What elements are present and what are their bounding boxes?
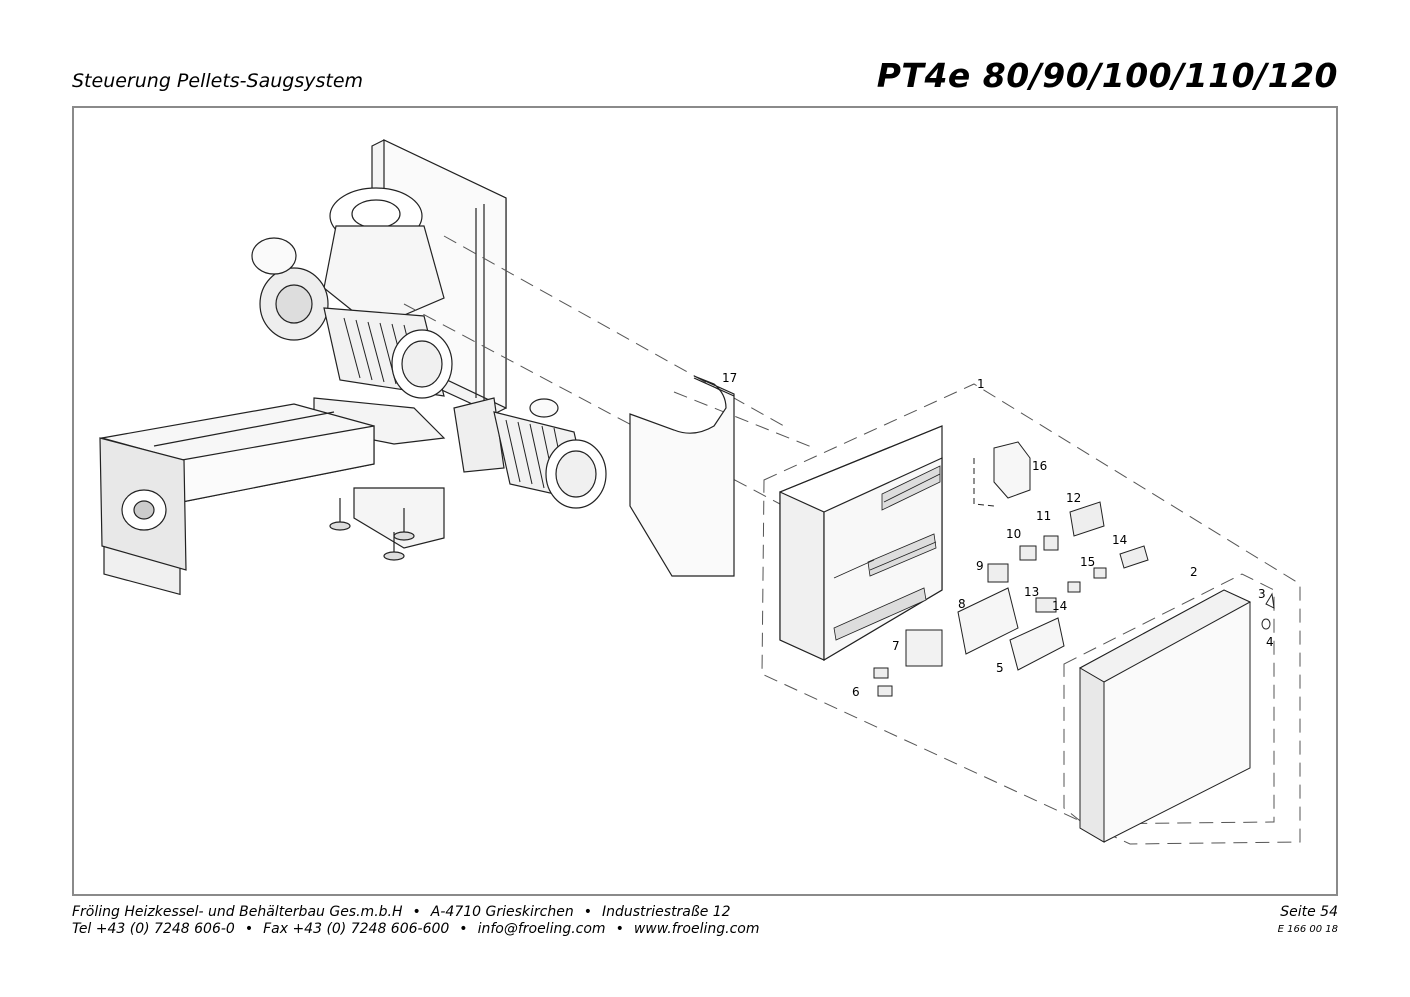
part-number-label: 1 [977,377,985,391]
page-number: Seite 54 [1280,904,1338,920]
website: www.froeling.com [633,921,760,937]
part-number-label: 15 [1080,555,1095,569]
part-number-label: 10 [1006,527,1021,541]
exploded-view-drawing: 1 2 3 4 5 6 7 8 9 10 11 12 13 14 14 15 1… [99,139,1301,845]
part-number-label: 8 [958,597,966,611]
email-address: info@froeling.com [477,921,606,937]
model-title: PT4e 80/90/100/110/120 [876,56,1338,95]
part-number-label: 4 [1266,635,1274,649]
part-labels: 1 2 3 4 5 6 7 8 9 10 11 12 13 14 14 15 1… [722,371,1274,699]
document-code: E 166 00 18 [1277,924,1338,935]
drawing-frame: 1 2 3 4 5 6 7 8 9 10 11 12 13 14 14 15 1… [72,106,1338,896]
small-parts [873,441,1275,843]
fax-number: Fax +43 (0) 7248 606-600 [263,921,450,937]
phone-number: Tel +43 (0) 7248 606-0 [72,921,235,937]
part-number-label: 5 [996,661,1004,675]
company-city: A-4710 Grieskirchen [430,904,574,920]
footer-line-1: Fröling Heizkessel- und Behälterbau Ges.… [72,904,731,920]
part-number-label: 9 [976,559,984,573]
company-name: Fröling Heizkessel- und Behälterbau Ges.… [72,904,403,920]
control-cabinet [779,425,943,662]
footer-line-2: Tel +43 (0) 7248 606-0•Fax +43 (0) 7248 … [72,921,760,937]
part-number-label: 2 [1190,565,1198,579]
part-number-label: 17 [722,371,737,385]
suction-unit-assembly [99,139,607,596]
part-number-label: 7 [892,639,900,653]
part-number-label: 6 [852,685,860,699]
part-number-label: 16 [1032,459,1047,473]
document-subtitle: Steuerung Pellets-Saugsystem [72,70,364,92]
company-street: Industriestraße 12 [601,904,731,920]
cover-plate [629,375,735,577]
part-number-label: 11 [1036,509,1051,523]
part-number-label: 3 [1258,587,1266,601]
part-number-label: 14 [1052,599,1067,613]
part-number-label: 14 [1112,533,1127,547]
part-number-label: 12 [1066,491,1081,505]
part-number-label: 13 [1024,585,1039,599]
